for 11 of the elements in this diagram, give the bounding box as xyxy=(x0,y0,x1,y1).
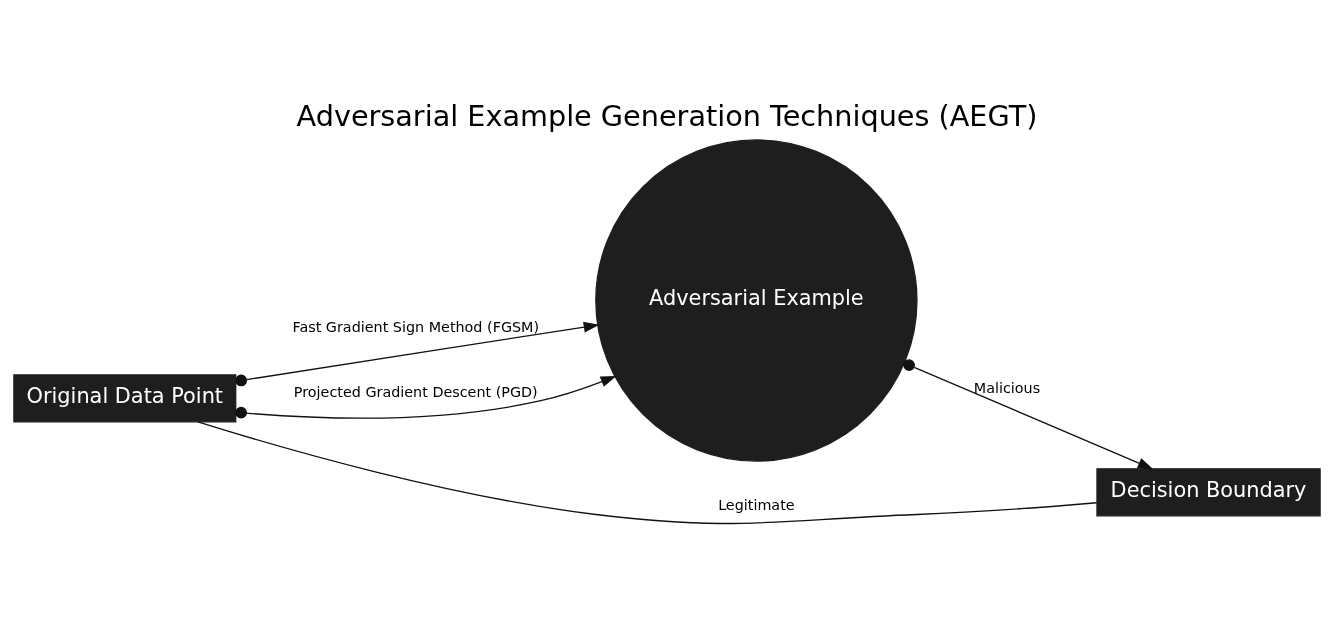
node-box: Decision Boundary xyxy=(1096,467,1321,516)
node-box: Original Data Point xyxy=(13,373,237,422)
edge-label: Projected Gradient Descent (PGD) xyxy=(293,383,538,400)
arrow xyxy=(235,375,617,419)
edge-label: Legitimate xyxy=(718,496,795,513)
connector xyxy=(197,420,1098,524)
arrow xyxy=(903,358,1154,469)
edge-label: Malicious xyxy=(973,379,1041,396)
diagram-title: Adversarial Example Generation Techniques (AEGT) xyxy=(296,98,1038,133)
edge-label: Fast Gradient Sign Method (FGSM) xyxy=(292,318,540,335)
arrow xyxy=(235,321,600,386)
